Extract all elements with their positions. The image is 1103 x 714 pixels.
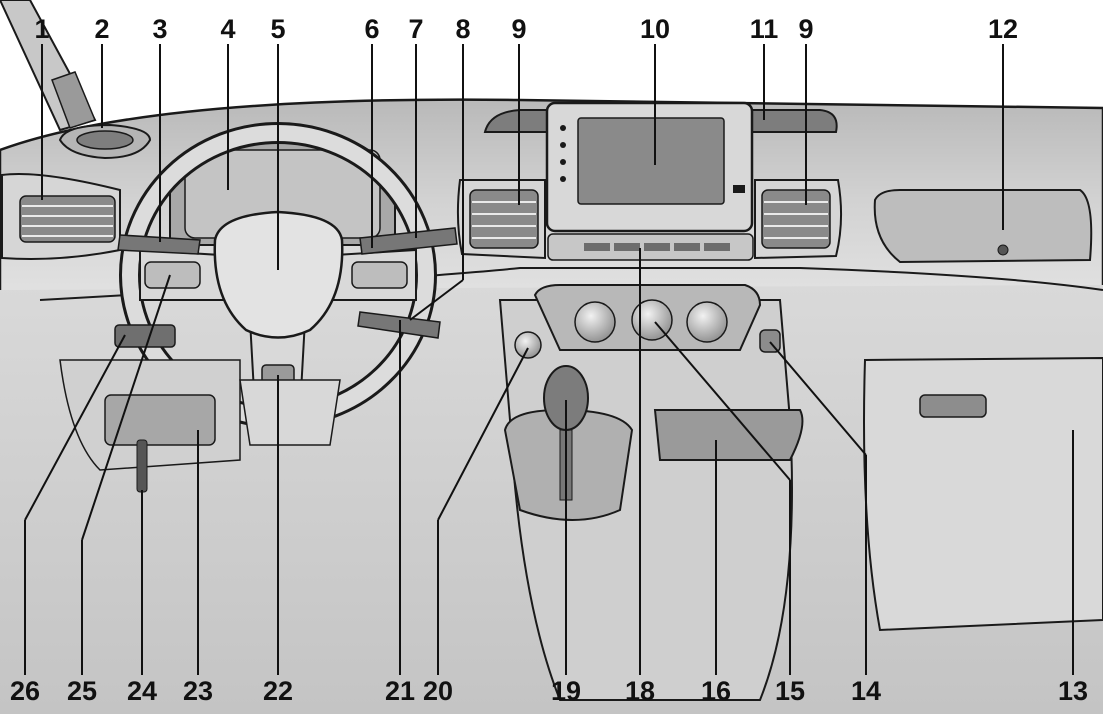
callout-9-right: 9 <box>798 14 814 44</box>
callout-26: 26 <box>9 676 41 706</box>
upper-storage <box>873 189 1093 264</box>
leader-lines <box>24 44 1074 675</box>
callout-14: 14 <box>850 676 882 706</box>
climate-panel <box>533 284 762 351</box>
start-button <box>514 331 542 359</box>
callout-4: 4 <box>220 14 236 44</box>
light-switch <box>114 324 176 348</box>
centre-right-vent <box>754 179 843 260</box>
callout-7: 7 <box>408 14 424 44</box>
console-storage <box>653 409 804 461</box>
callout-2: 2 <box>94 14 110 44</box>
left-air-vent <box>1 173 121 260</box>
button-strip <box>547 233 754 261</box>
callout-10: 10 <box>639 14 671 44</box>
gear-lever <box>503 365 634 521</box>
callout-23: 23 <box>182 676 214 706</box>
centre-left-vent <box>456 179 546 260</box>
callout-16: 16 <box>700 676 732 706</box>
callout-6: 6 <box>364 14 380 44</box>
callout-12: 12 <box>987 14 1019 44</box>
callout-25: 25 <box>66 676 98 706</box>
right-stalk <box>359 227 458 255</box>
callout-19: 19 <box>550 676 582 706</box>
callout-22: 22 <box>262 676 294 706</box>
callout-13: 13 <box>1057 676 1089 706</box>
callout-11: 11 <box>749 14 779 44</box>
callout-18: 18 <box>624 676 656 706</box>
callout-8: 8 <box>455 14 471 44</box>
bonnet-release <box>136 439 148 493</box>
callout-9-left: 9 <box>511 14 527 44</box>
left-stalk <box>117 234 201 255</box>
callout-5: 5 <box>270 14 286 44</box>
callout-15: 15 <box>774 676 806 706</box>
callout-3: 3 <box>152 14 168 44</box>
callout-20: 20 <box>422 676 454 706</box>
glovebox <box>863 356 1103 632</box>
callout-1: 1 <box>34 14 50 44</box>
airbag-hub <box>213 210 344 339</box>
callout-21: 21 <box>384 676 416 706</box>
callout-24: 24 <box>126 676 158 706</box>
multimedia-screen <box>545 101 754 233</box>
